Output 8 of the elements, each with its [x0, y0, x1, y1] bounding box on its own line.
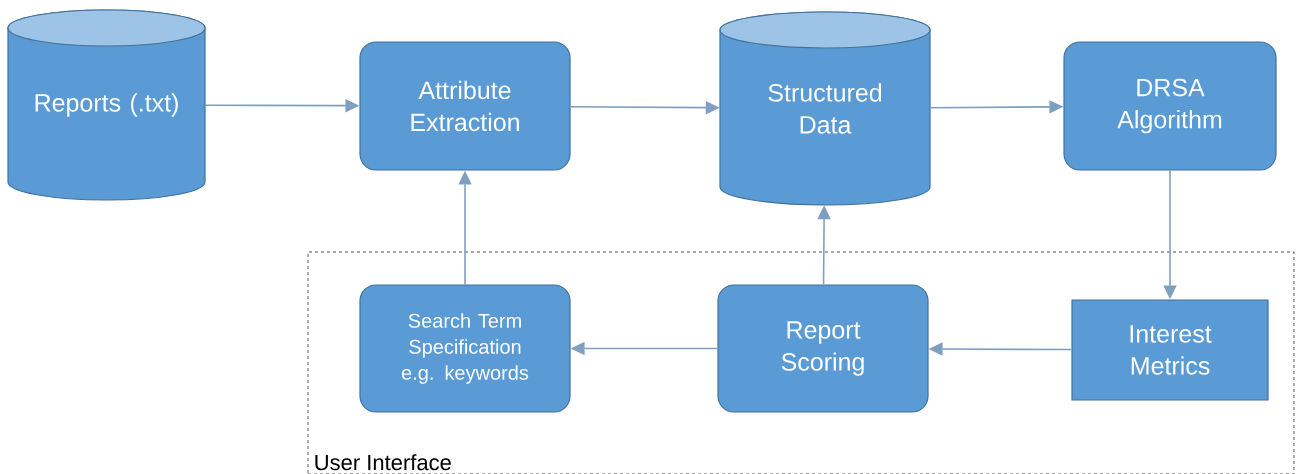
process-box: Interest Metrics [1071, 299, 1269, 401]
process-box: Report Scoring [717, 284, 929, 413]
process-box: DRSA Algorithm [1063, 41, 1277, 171]
process-box: Search Term Specification e.g. keywords [359, 284, 571, 413]
database-cylinder: Structured Data [719, 11, 931, 206]
database-cylinder: Reports (.txt) [7, 9, 206, 201]
region-label: User Interface [315, 454, 451, 471]
process-box: Attribute Extraction [359, 41, 571, 171]
